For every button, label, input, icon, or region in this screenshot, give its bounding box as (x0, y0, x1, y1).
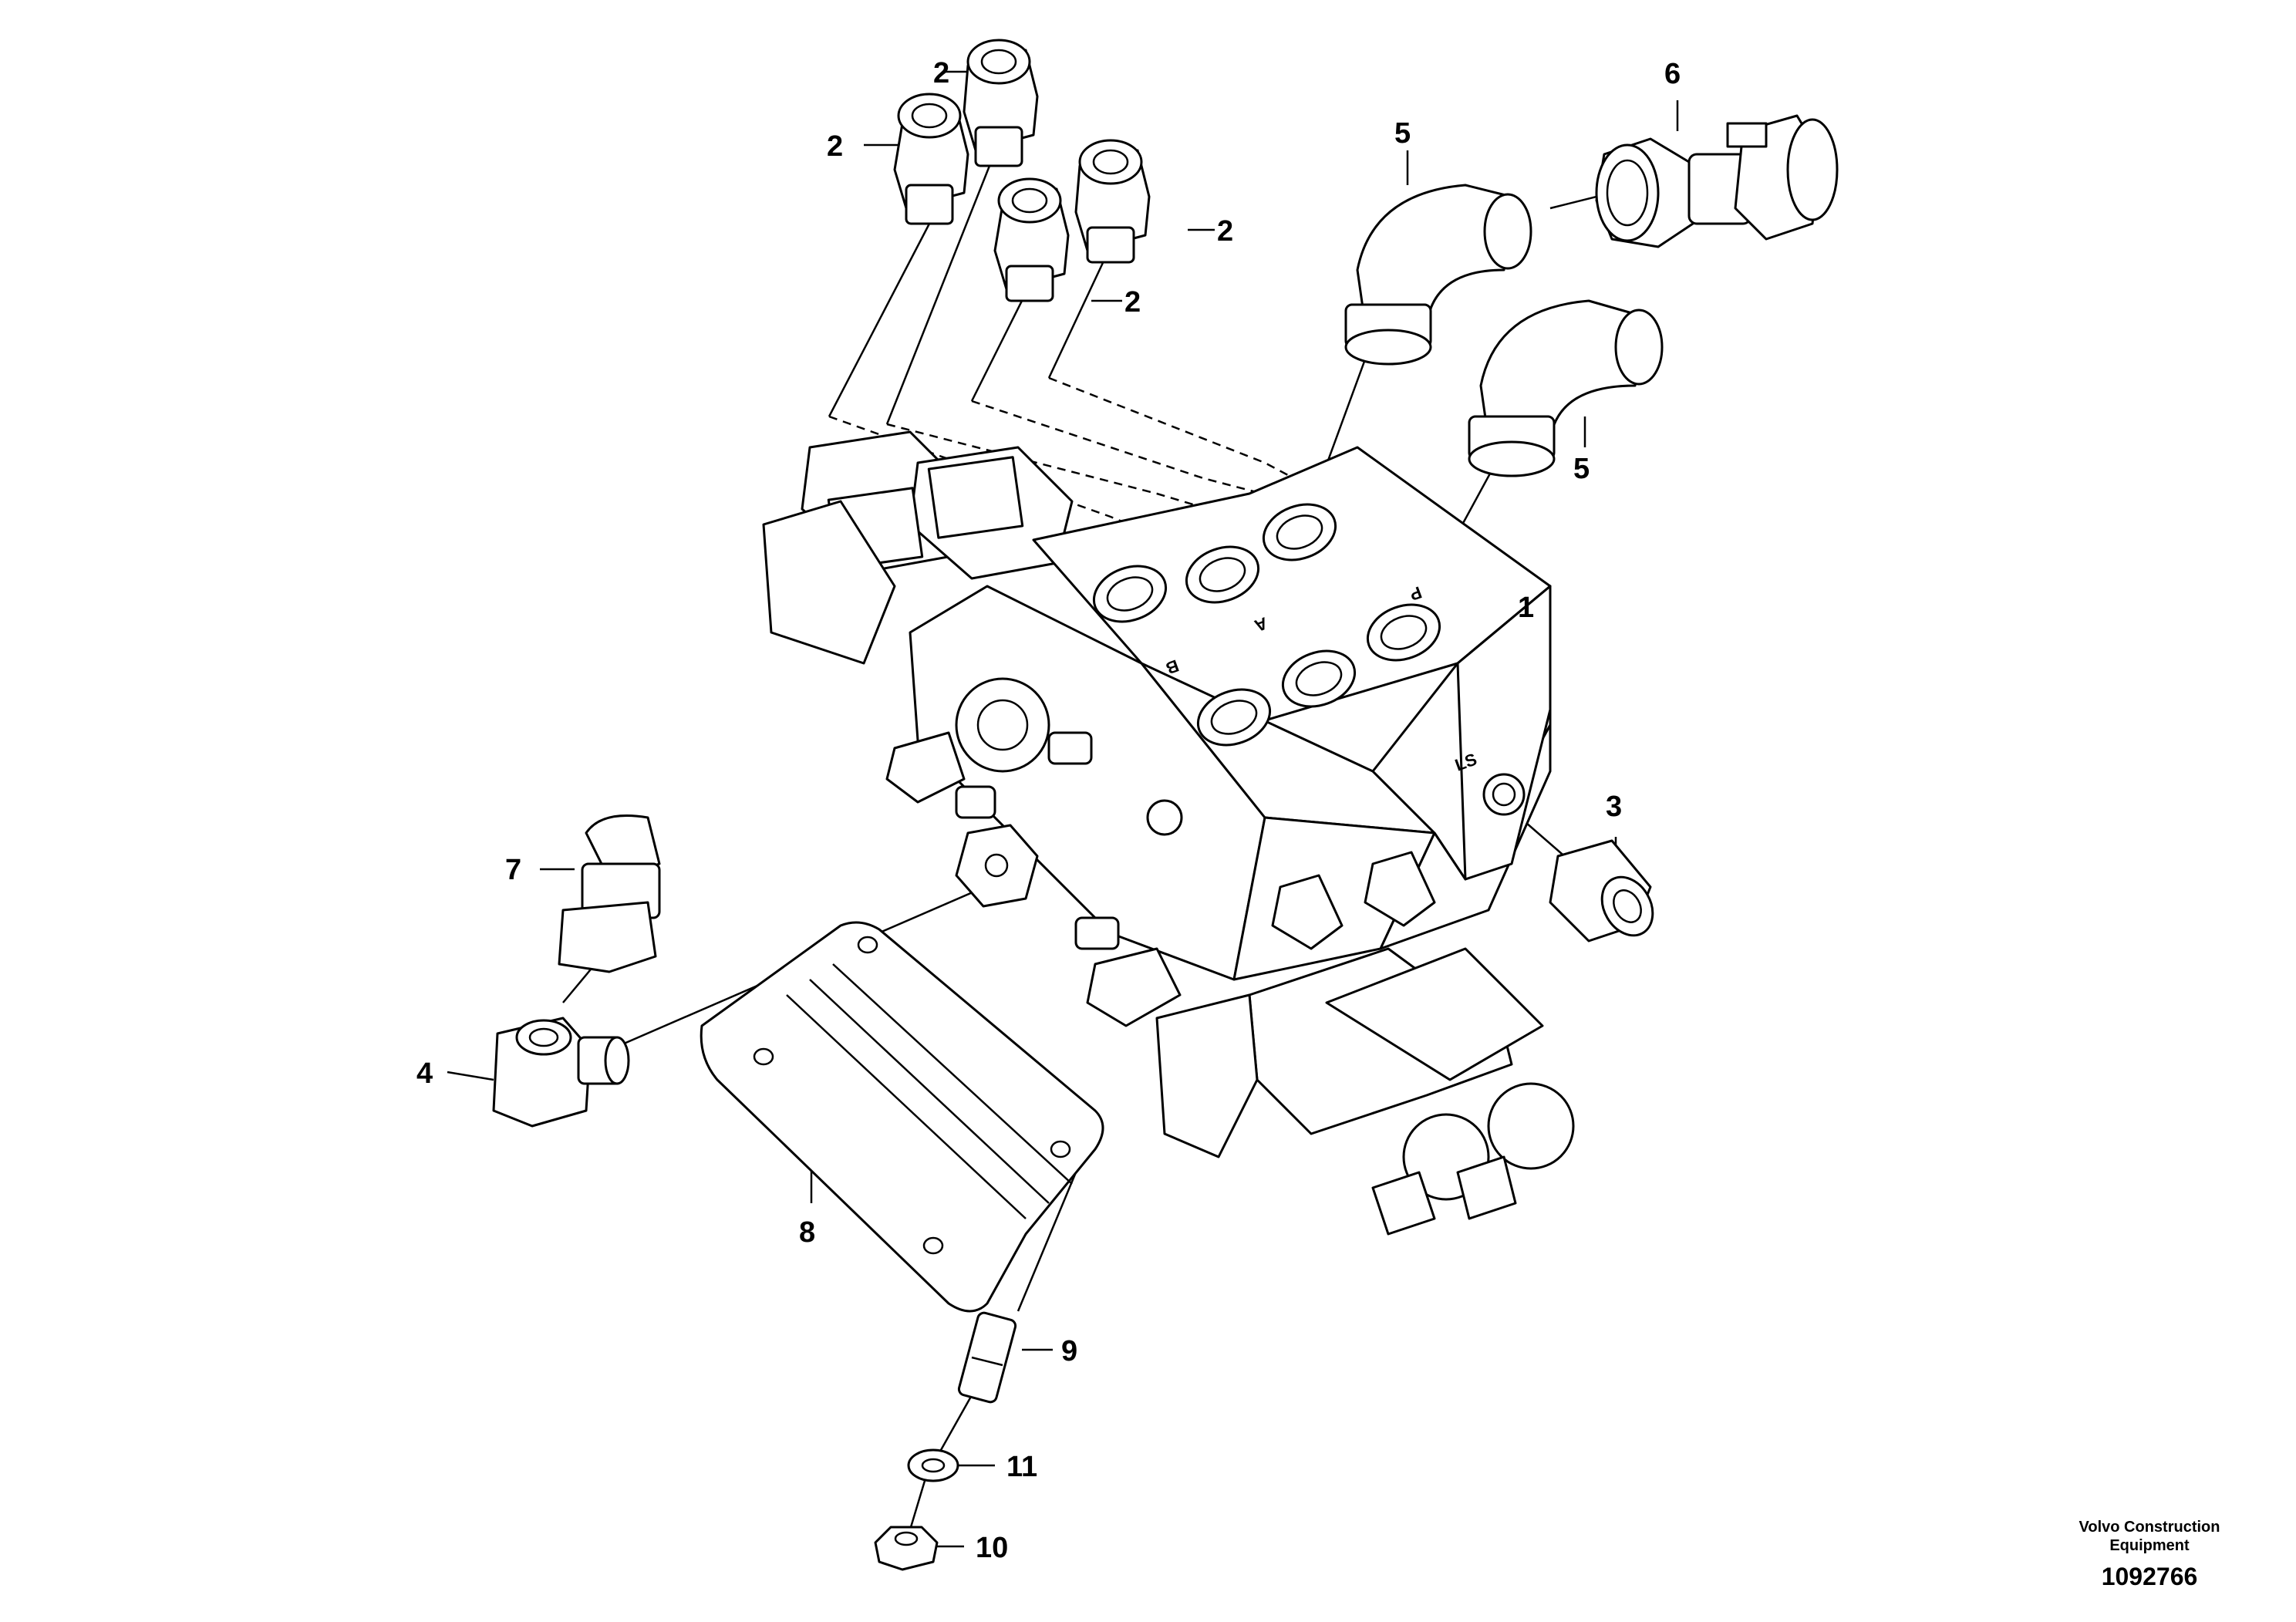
callout-5-upper: 5 (1394, 117, 1411, 150)
fitting-2-b (963, 39, 1039, 167)
elbow-5-lower (1468, 299, 1664, 477)
fitting-3 (1549, 839, 1654, 943)
elbow-fitting-4 (492, 1017, 630, 1128)
callout-10: 10 (976, 1532, 1008, 1564)
fitting-2-c (993, 177, 1070, 302)
fitting-2-d (1074, 139, 1151, 264)
callout-9: 9 (1061, 1335, 1077, 1367)
brand-line-2: Equipment (2109, 1537, 2190, 1554)
callout-1: 1 (1518, 592, 1534, 624)
callout-4: 4 (416, 1057, 433, 1090)
stud-9 (957, 1311, 1017, 1404)
drawing-number: 1092766 (2101, 1563, 2198, 1590)
washer-11 (907, 1448, 959, 1482)
valve-ports (1092, 503, 1441, 747)
callout-6: 6 (1664, 58, 1681, 90)
callout-2-right: 2 (1217, 215, 1233, 248)
callout-5-lower: 5 (1573, 453, 1590, 485)
callout-7: 7 (505, 854, 521, 886)
union-fitting-6 (1595, 114, 1839, 248)
elbow-5-upper (1344, 184, 1532, 366)
callout-numbers: 1 2 2 2 2 3 4 5 5 6 7 8 9 10 11 (416, 57, 1681, 1564)
fitting-2-a (893, 93, 969, 225)
fitting-7 (558, 814, 661, 973)
valve-block: LS P A B (762, 430, 1575, 1236)
callout-3: 3 (1606, 791, 1622, 823)
brand-line-1: Volvo Construction (2079, 1519, 2220, 1536)
callout-2-lower: 2 (1124, 286, 1141, 319)
drawing-footer: Volvo Construction Equipment 1092766 (2049, 1518, 2250, 1591)
fitting-2-group (893, 39, 1151, 302)
callout-2-left: 2 (827, 130, 843, 163)
nut-10 (874, 1526, 939, 1571)
callout-8: 8 (799, 1216, 815, 1249)
callout-2-top: 2 (933, 57, 949, 89)
bracket-plate-8 (700, 921, 1104, 1313)
callout-11: 11 (1006, 1451, 1037, 1483)
